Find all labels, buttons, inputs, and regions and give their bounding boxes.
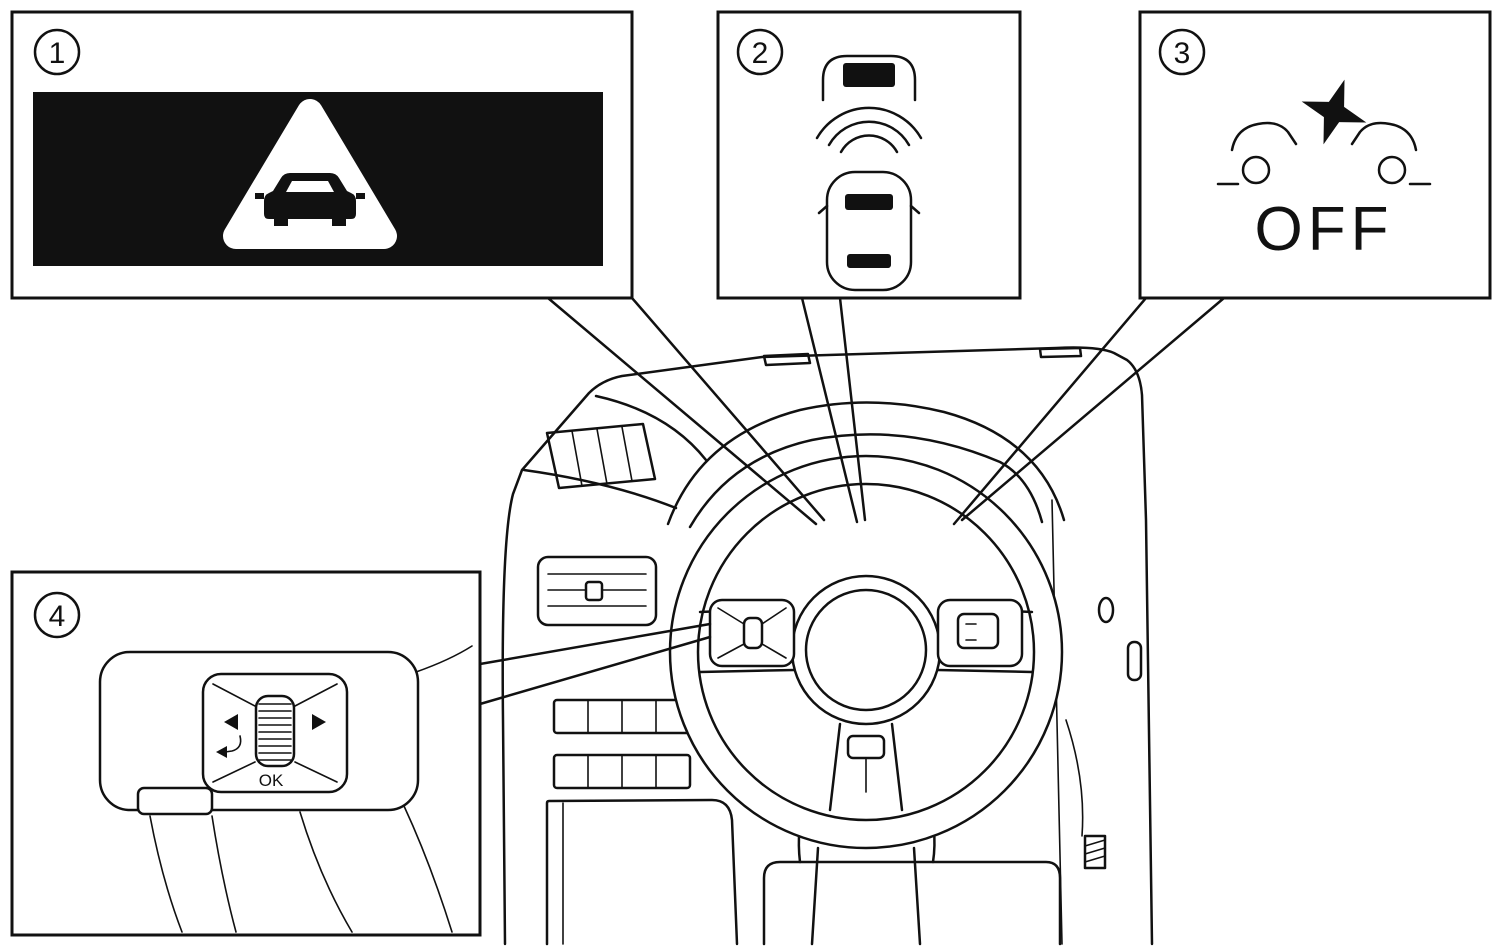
defroster-vent-right (1038, 346, 1083, 359)
scroll-wheel-knurling (258, 703, 292, 761)
right-spoke-switch-pad (936, 598, 1024, 668)
cluster-visor-inner (688, 433, 1044, 529)
four-way-pad (201, 672, 349, 794)
callout-3-box (1138, 10, 1492, 300)
dashboard-illustration (501, 346, 1154, 946)
right-lower-curve (1065, 719, 1084, 837)
four-way-switch-scroll-wheel-icon: OK (98, 645, 473, 933)
stalk-button-block (136, 786, 214, 816)
right-slider (1126, 640, 1143, 682)
hazard-texture (1083, 834, 1107, 870)
right-knob (1097, 596, 1115, 624)
callout-1-box (10, 10, 634, 300)
vent-slider (584, 580, 604, 602)
callout-4-leader (478, 622, 712, 706)
callout-1-badge-circle (33, 28, 81, 76)
left-lower-vent (536, 555, 658, 627)
right-pad-marks (965, 623, 977, 641)
callout-4-box (10, 570, 482, 937)
right-vehicle-hood (1350, 121, 1418, 152)
sonar-waves (815, 106, 923, 154)
callout-3: 3 OFF (1138, 10, 1492, 300)
callout-3-number: 3 (1174, 37, 1191, 70)
knee-panel (545, 798, 739, 946)
left-vehicle-wheel (1241, 155, 1271, 185)
callout-1-number: 1 (49, 37, 66, 70)
left-upper-vent-slats (571, 426, 633, 487)
trim-curve-bottom-right-2 (299, 811, 353, 933)
car-wheel-right (332, 219, 346, 226)
lower-trim-panel (762, 860, 1062, 946)
car-mirror-left (255, 193, 264, 199)
trim-curve-bottom-right-1 (403, 805, 453, 933)
dashboard-outline (501, 346, 1154, 946)
left-vehicle-hood (1230, 121, 1298, 152)
callout-2-number: 2 (752, 37, 769, 70)
collision-star (1301, 79, 1367, 145)
warning-triangle-car-icon (33, 92, 603, 266)
right-vehicle-wheel (1377, 155, 1407, 185)
callout-2-badge: 2 (736, 28, 784, 76)
pad-diagonals (212, 683, 338, 783)
front-sonar-waves-car-icon (815, 54, 923, 292)
left-arrow-icon (224, 714, 238, 730)
trim-curve-top-right (415, 645, 473, 673)
callout-4-badge-circle (33, 591, 81, 639)
obstacle-shape (821, 54, 917, 102)
car-top-mirrors (817, 204, 921, 215)
obstacle-block (843, 63, 895, 87)
switch-bezel (98, 650, 420, 812)
defroster-vent-left (762, 352, 812, 367)
callout-3-leader (952, 296, 1226, 526)
left-pad-roller (742, 616, 764, 650)
right-arrow-icon (312, 714, 326, 730)
cluster-visor-outer (666, 401, 1066, 526)
left-pad-cross (717, 607, 787, 659)
callout-2-leader (800, 296, 867, 524)
switch-row-lower-dividers (587, 754, 657, 789)
ok-label: OK (259, 771, 284, 790)
callout-1-badge: 1 (33, 28, 81, 76)
callout-2: 2 (716, 10, 1022, 300)
callout-4: 4 OK (10, 570, 482, 937)
callout-2-box (716, 10, 1022, 300)
trim-curve-bottom-left-2 (211, 815, 237, 933)
car-silhouette (264, 173, 356, 219)
callout-1-leader (546, 296, 826, 526)
scroll-wheel (254, 694, 296, 768)
return-arrow-icon (216, 735, 242, 758)
dash-inner-contour-left (522, 468, 678, 510)
bottom-spoke (828, 722, 904, 812)
leader-lines (478, 296, 1226, 706)
switch-row-upper-dividers (587, 699, 657, 734)
hazard-texture-hatch (1084, 839, 1106, 863)
callout-3-badge: 3 (1158, 28, 1206, 76)
two-cars-collision-star-icon: OFF (1216, 79, 1432, 264)
car-top-windshield (845, 194, 893, 210)
callout-4-number: 4 (49, 600, 66, 633)
callout-2-badge-circle (736, 28, 784, 76)
dash-brow-line (594, 394, 708, 462)
right-pad-button (956, 612, 1000, 650)
trim-curve-bottom-left-1 (149, 815, 183, 933)
callout-3-badge-circle (1158, 28, 1206, 76)
column-lower (810, 846, 922, 946)
car-top-view (825, 170, 913, 292)
right-seam (1051, 499, 1063, 945)
wheel-hub-pad (804, 588, 928, 712)
car-mirror-right (356, 193, 365, 199)
steering-wheel (668, 454, 1064, 850)
bottom-spoke-detail (846, 734, 886, 760)
off-label: OFF (1255, 195, 1394, 264)
car-wheel-left (274, 219, 288, 226)
left-upper-vent (545, 422, 657, 490)
car-windshield (286, 181, 334, 192)
callout-4-badge: 4 (33, 591, 81, 639)
wheel-hub (790, 574, 942, 726)
car-top-rear-window (847, 254, 891, 268)
callout-1: 1 (10, 10, 634, 300)
